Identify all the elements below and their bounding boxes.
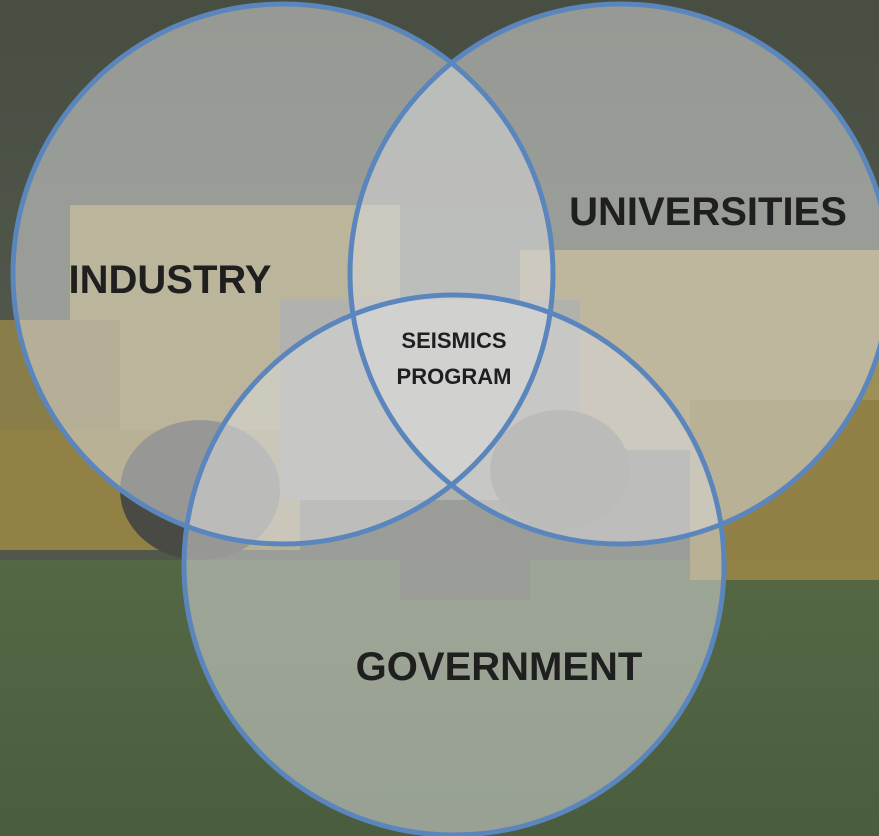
center-label-line2: PROGRAM (397, 364, 512, 389)
industry-circle (10, 1, 556, 547)
center-label-line1: SEISMICS (401, 328, 506, 353)
government-label: GOVERNMENT (356, 645, 643, 689)
industry-label: INDUSTRY (69, 258, 272, 302)
venn-circle-outlines (10, 1, 879, 836)
government-circle-fill (184, 295, 724, 835)
government-circle (181, 292, 727, 836)
venn-circle-fills (13, 4, 879, 835)
universities-circle (347, 1, 879, 547)
universities-label: UNIVERSITIES (569, 190, 847, 234)
